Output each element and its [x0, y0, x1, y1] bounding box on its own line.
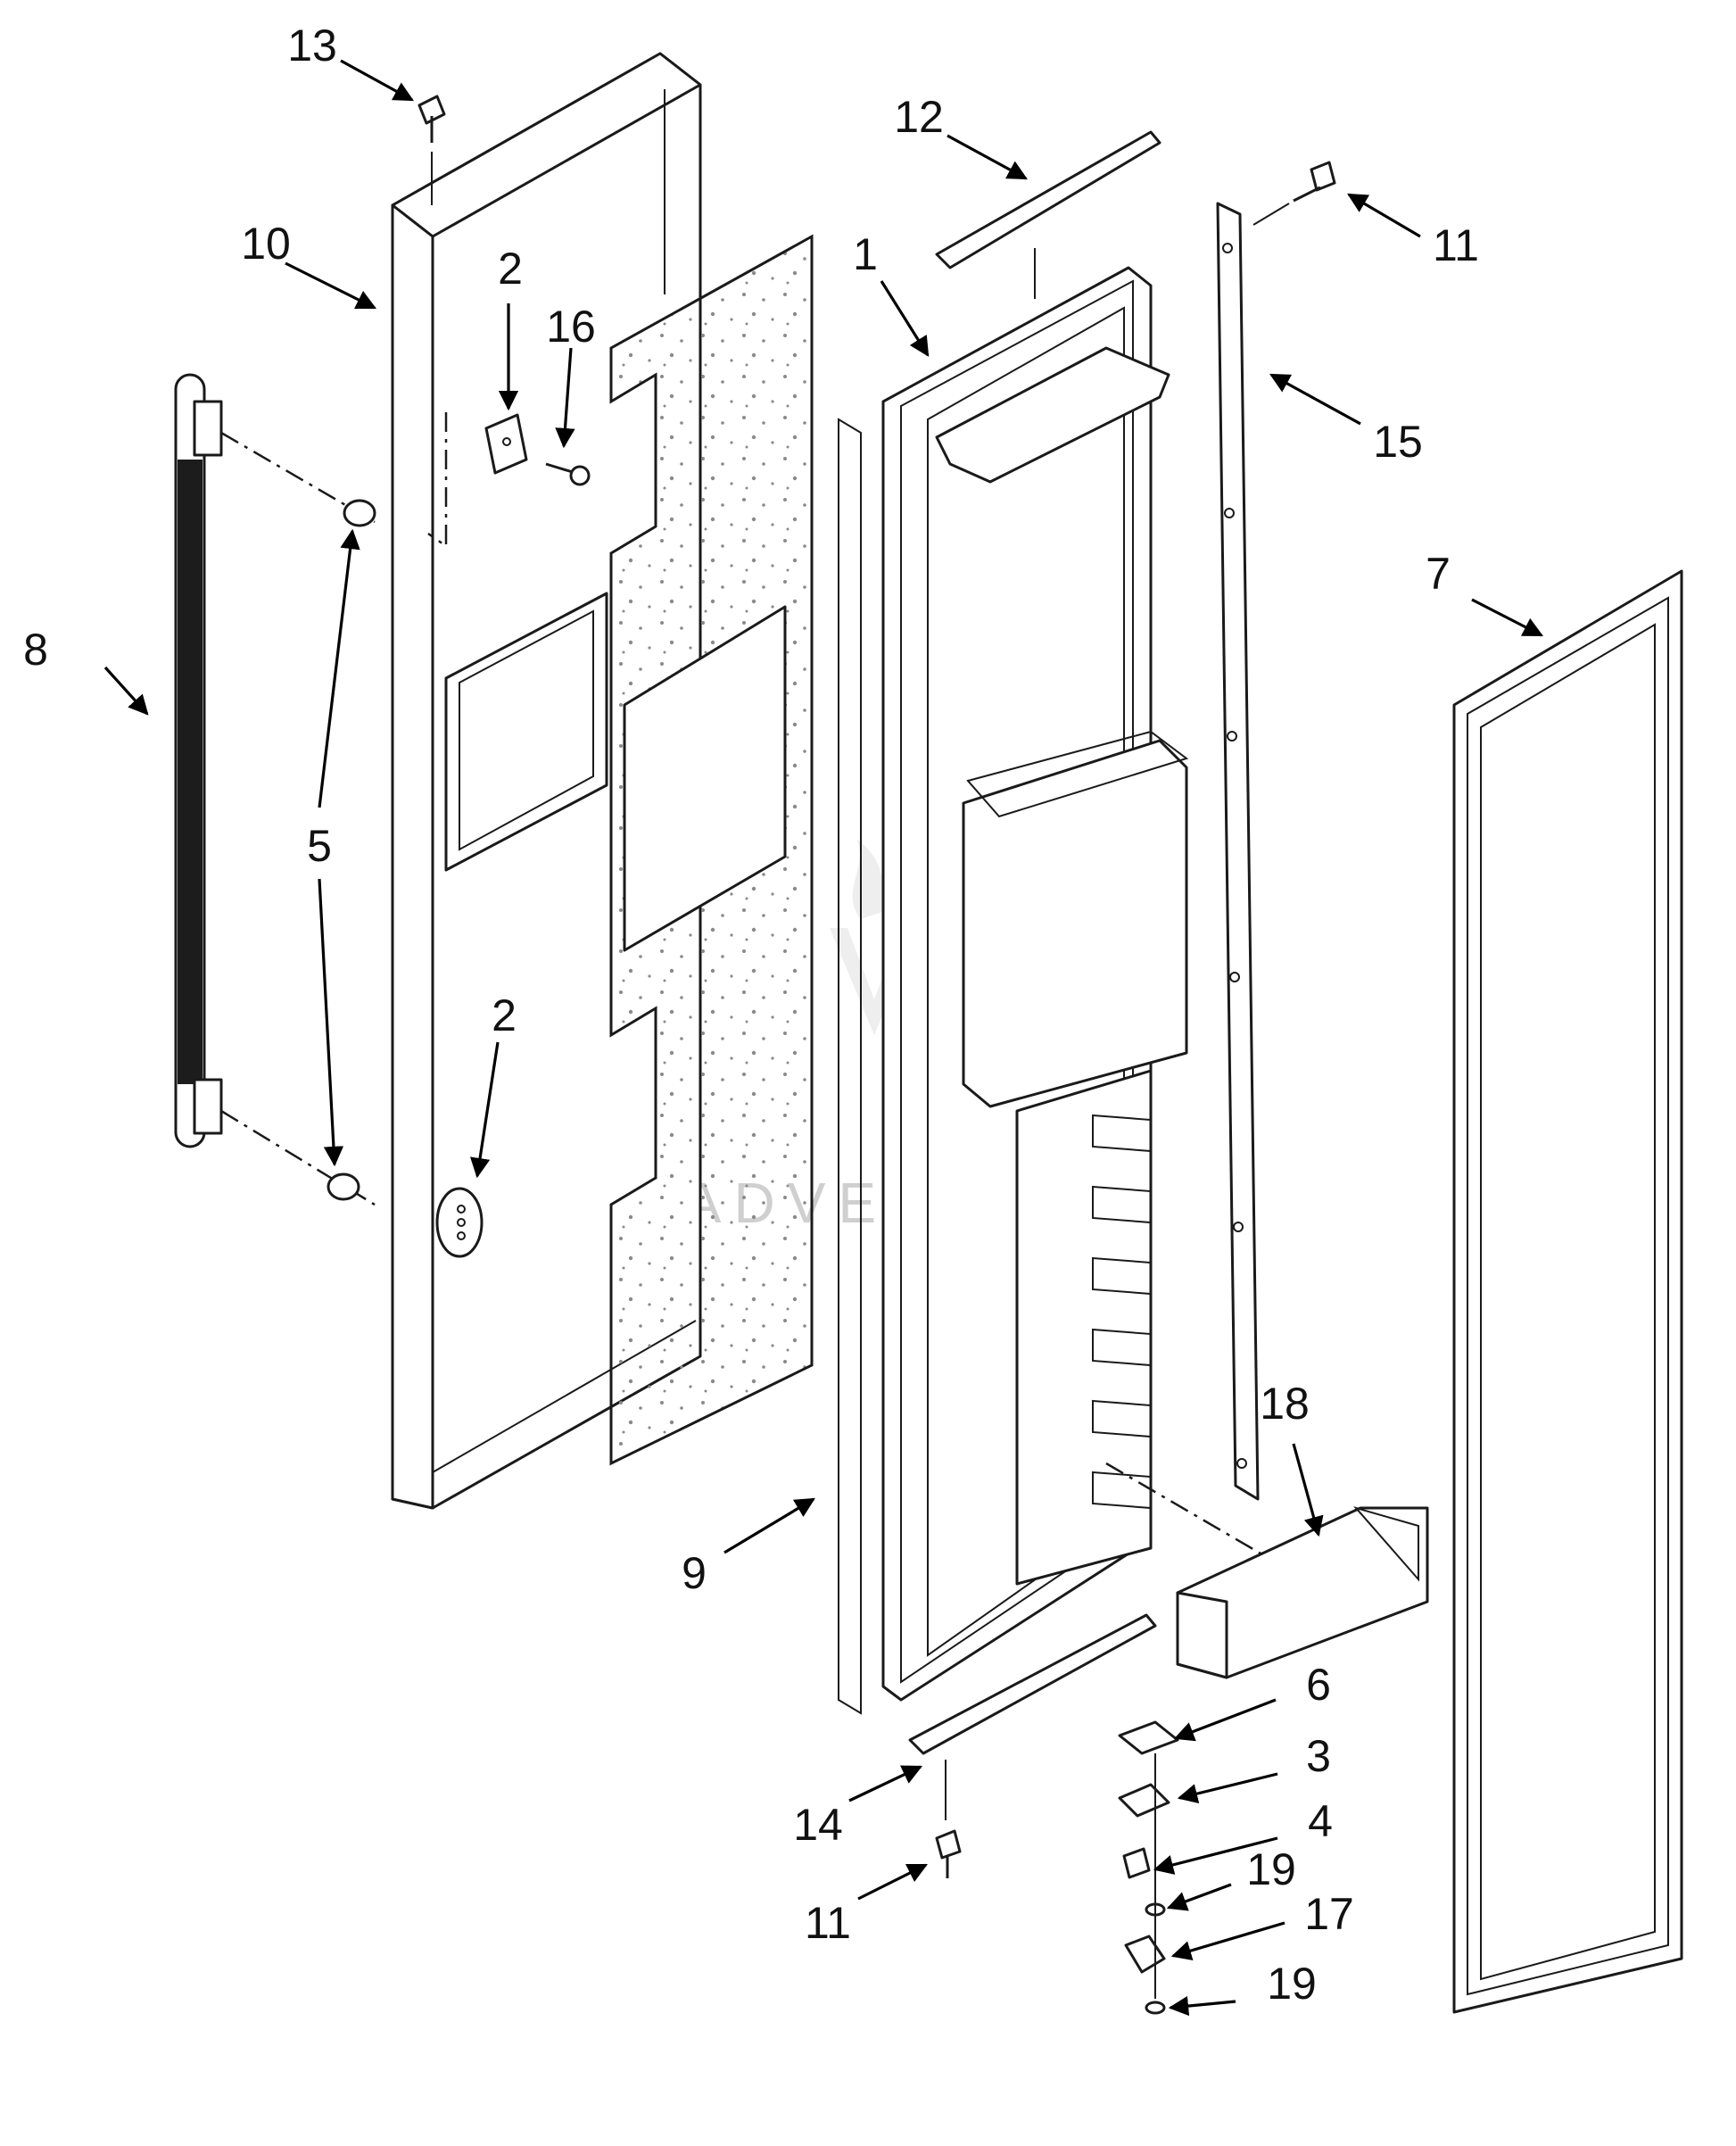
- callout-9: 9: [682, 1548, 707, 1598]
- callout-5: 5: [307, 821, 332, 871]
- top-bracket: [935, 130, 1161, 269]
- inner-door-liner: [881, 266, 1189, 1702]
- callout-2-lower: 2: [492, 990, 517, 1040]
- callout-18: 18: [1260, 1379, 1310, 1429]
- callout-7: 7: [1426, 549, 1451, 599]
- mounting-plate-lower: [435, 1187, 484, 1258]
- hinge-cover-6: [1118, 1720, 1179, 1755]
- callout-4: 4: [1308, 1796, 1333, 1846]
- callout-8: 8: [23, 625, 48, 675]
- hinge-3: [1118, 1783, 1170, 1818]
- callout-17: 17: [1304, 1889, 1354, 1939]
- hinge-strip: [1216, 202, 1260, 1501]
- screw-16: [545, 462, 591, 486]
- handle-dash-lower: [220, 1109, 376, 1206]
- screw-11-upper: [1293, 161, 1336, 203]
- callout-1: 1: [853, 229, 878, 279]
- washer-19-lower: [1145, 2001, 1166, 2015]
- mounting-plate-upper: [484, 413, 528, 475]
- callout-19-lower: 19: [1267, 1959, 1317, 2009]
- callout-11-lower: 11: [805, 1898, 851, 1948]
- bottom-bracket: [908, 1613, 1157, 1755]
- screw-11-lower: [935, 1829, 962, 1878]
- callout-2-upper: 2: [498, 244, 523, 294]
- callout-15: 15: [1373, 417, 1423, 467]
- plate-dash-line: [427, 412, 448, 549]
- bin-clips: [1092, 1114, 1152, 1510]
- handle-stud-upper: [343, 499, 376, 527]
- callout-11-upper: 11: [1433, 220, 1479, 270]
- gasket-strip-9: [838, 418, 862, 1715]
- callout-16: 16: [546, 302, 596, 352]
- outer-door-window: [444, 592, 608, 872]
- callout-6: 6: [1306, 1660, 1331, 1710]
- screw-13: [417, 95, 446, 143]
- bin-dash-line: [1105, 1462, 1268, 1559]
- screw-4: [1122, 1847, 1151, 1879]
- door-bin: [1176, 1506, 1429, 1679]
- foam-insulation-panel: [609, 234, 814, 1466]
- door-gasket: [1452, 569, 1683, 2014]
- callout-14: 14: [793, 1800, 843, 1850]
- door-handle: [174, 373, 223, 1148]
- callout-19-upper: 19: [1246, 1844, 1296, 1894]
- callout-13: 13: [287, 21, 337, 70]
- callout-10: 10: [241, 219, 291, 269]
- leader-lines: [103, 59, 1543, 2017]
- callout-3: 3: [1306, 1731, 1331, 1781]
- callout-labels: 13 10 2 16 8 5 2 9 1 12 11 15 7 18 14 11…: [23, 21, 1479, 2009]
- handle-stud-lower: [327, 1172, 360, 1201]
- hinge-pin-17: [1124, 1935, 1166, 1974]
- callout-12: 12: [894, 92, 944, 142]
- handle-dash-upper: [220, 431, 376, 524]
